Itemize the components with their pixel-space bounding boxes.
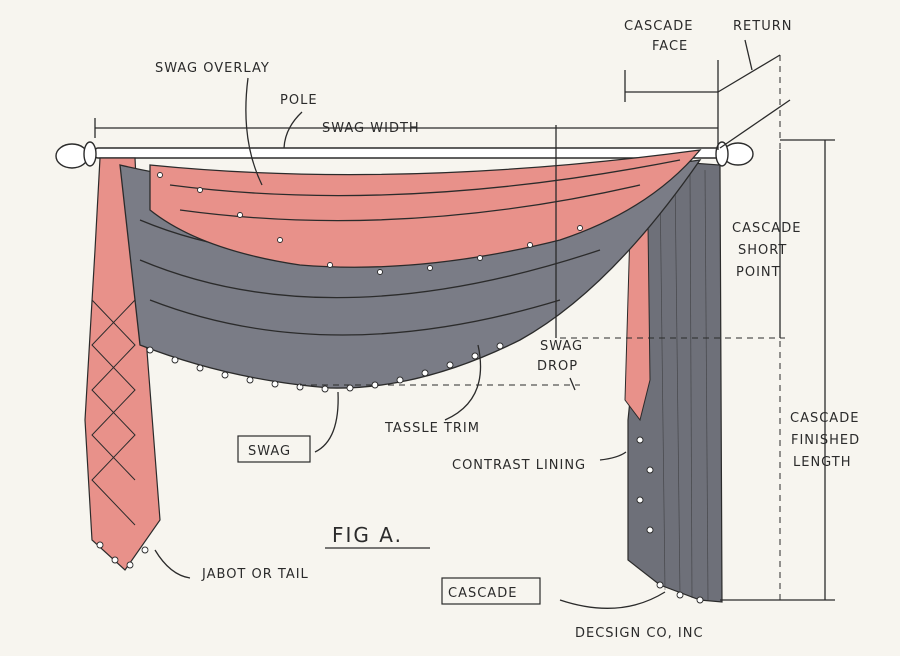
label-jabot: JABOT OR TAIL <box>201 567 309 582</box>
label-cascade-short-point-1: CASCADE <box>732 221 801 236</box>
label-cascade-face-1: CASCADE <box>624 19 693 34</box>
label-tassle-trim: TASSLE TRIM <box>384 421 480 436</box>
arrow-swag-overlay <box>245 77 263 186</box>
label-cascade-finished-2: FINISHED <box>791 433 860 448</box>
label-cascade-finished-3: LENGTH <box>793 455 852 470</box>
right-cascade-lining <box>624 224 651 422</box>
arrow-credit <box>559 591 666 609</box>
label-cascade-short-point-3: POINT <box>736 265 781 280</box>
arrow-contrast-lining <box>599 451 627 461</box>
label-cascade: CASCADE <box>448 586 517 601</box>
cascade-label-box <box>441 577 541 605</box>
label-return: RETURN <box>733 19 792 34</box>
leader-arrows <box>154 77 666 609</box>
label-contrast-lining: CONTRAST LINING <box>452 458 586 473</box>
label-credit: DECSIGN CO, INC <box>575 626 704 641</box>
label-fig: FIG A. <box>332 523 403 547</box>
dimension-lines <box>94 39 835 601</box>
label-swag-drop-2: DROP <box>537 359 578 374</box>
labels: CASCADE FACE RETURN SWAG OVERLAY POLE SW… <box>155 19 860 641</box>
arrow-pole <box>283 111 303 149</box>
jabot-zigzag-trim <box>91 299 136 526</box>
arrow-swag <box>314 391 339 453</box>
label-pole: POLE <box>280 93 318 108</box>
swag-label-box <box>237 435 311 463</box>
tassle-trim-beads <box>96 172 704 604</box>
label-swag-width: SWAG WIDTH <box>322 121 420 136</box>
label-cascade-face-2: FACE <box>652 39 688 54</box>
right-cascade-hatching <box>659 169 709 601</box>
label-swag: SWAG <box>248 444 291 459</box>
drapery-illustration <box>55 141 754 604</box>
arrow-tassle-trim <box>444 344 482 421</box>
label-cascade-finished-1: CASCADE <box>790 411 859 426</box>
label-swag-drop-1: SWAG <box>540 339 583 354</box>
arrow-jabot <box>154 549 191 579</box>
curtain-pole <box>55 141 754 169</box>
label-cascade-short-point-2: SHORT <box>738 243 787 258</box>
label-swag-overlay: SWAG OVERLAY <box>155 61 270 76</box>
